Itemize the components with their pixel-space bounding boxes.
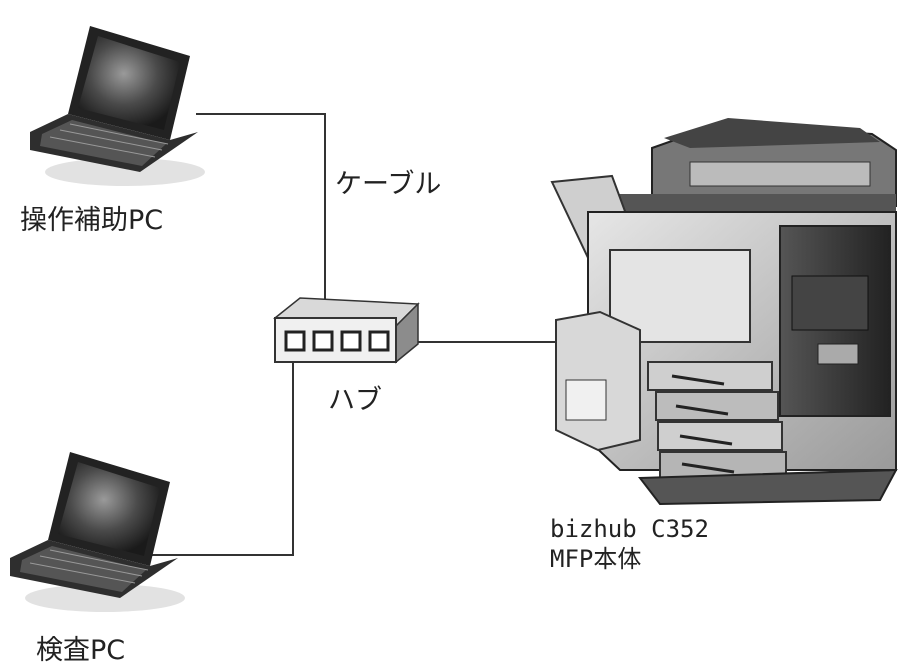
connection-lines: [150, 113, 568, 556]
cable-inspection-pc: [150, 342, 294, 556]
assist-pc-label: 操作補助PC: [20, 205, 164, 236]
mfp-label: bizhub C352 MFP本体: [550, 514, 709, 574]
mfp-model-label: bizhub C352: [550, 515, 709, 543]
hub-label: ハブ: [328, 385, 382, 416]
inspection-pc-label: 検査PC: [36, 635, 126, 666]
mfp-printer-icon: [550, 118, 898, 506]
laptop-icon: [10, 452, 185, 612]
mfp-body-label: MFP本体: [550, 545, 642, 573]
cable-assist-pc: [196, 113, 326, 322]
network-hub-icon: [273, 297, 420, 364]
laptop-icon: [30, 26, 205, 186]
cable-label: ケーブル: [335, 169, 442, 200]
